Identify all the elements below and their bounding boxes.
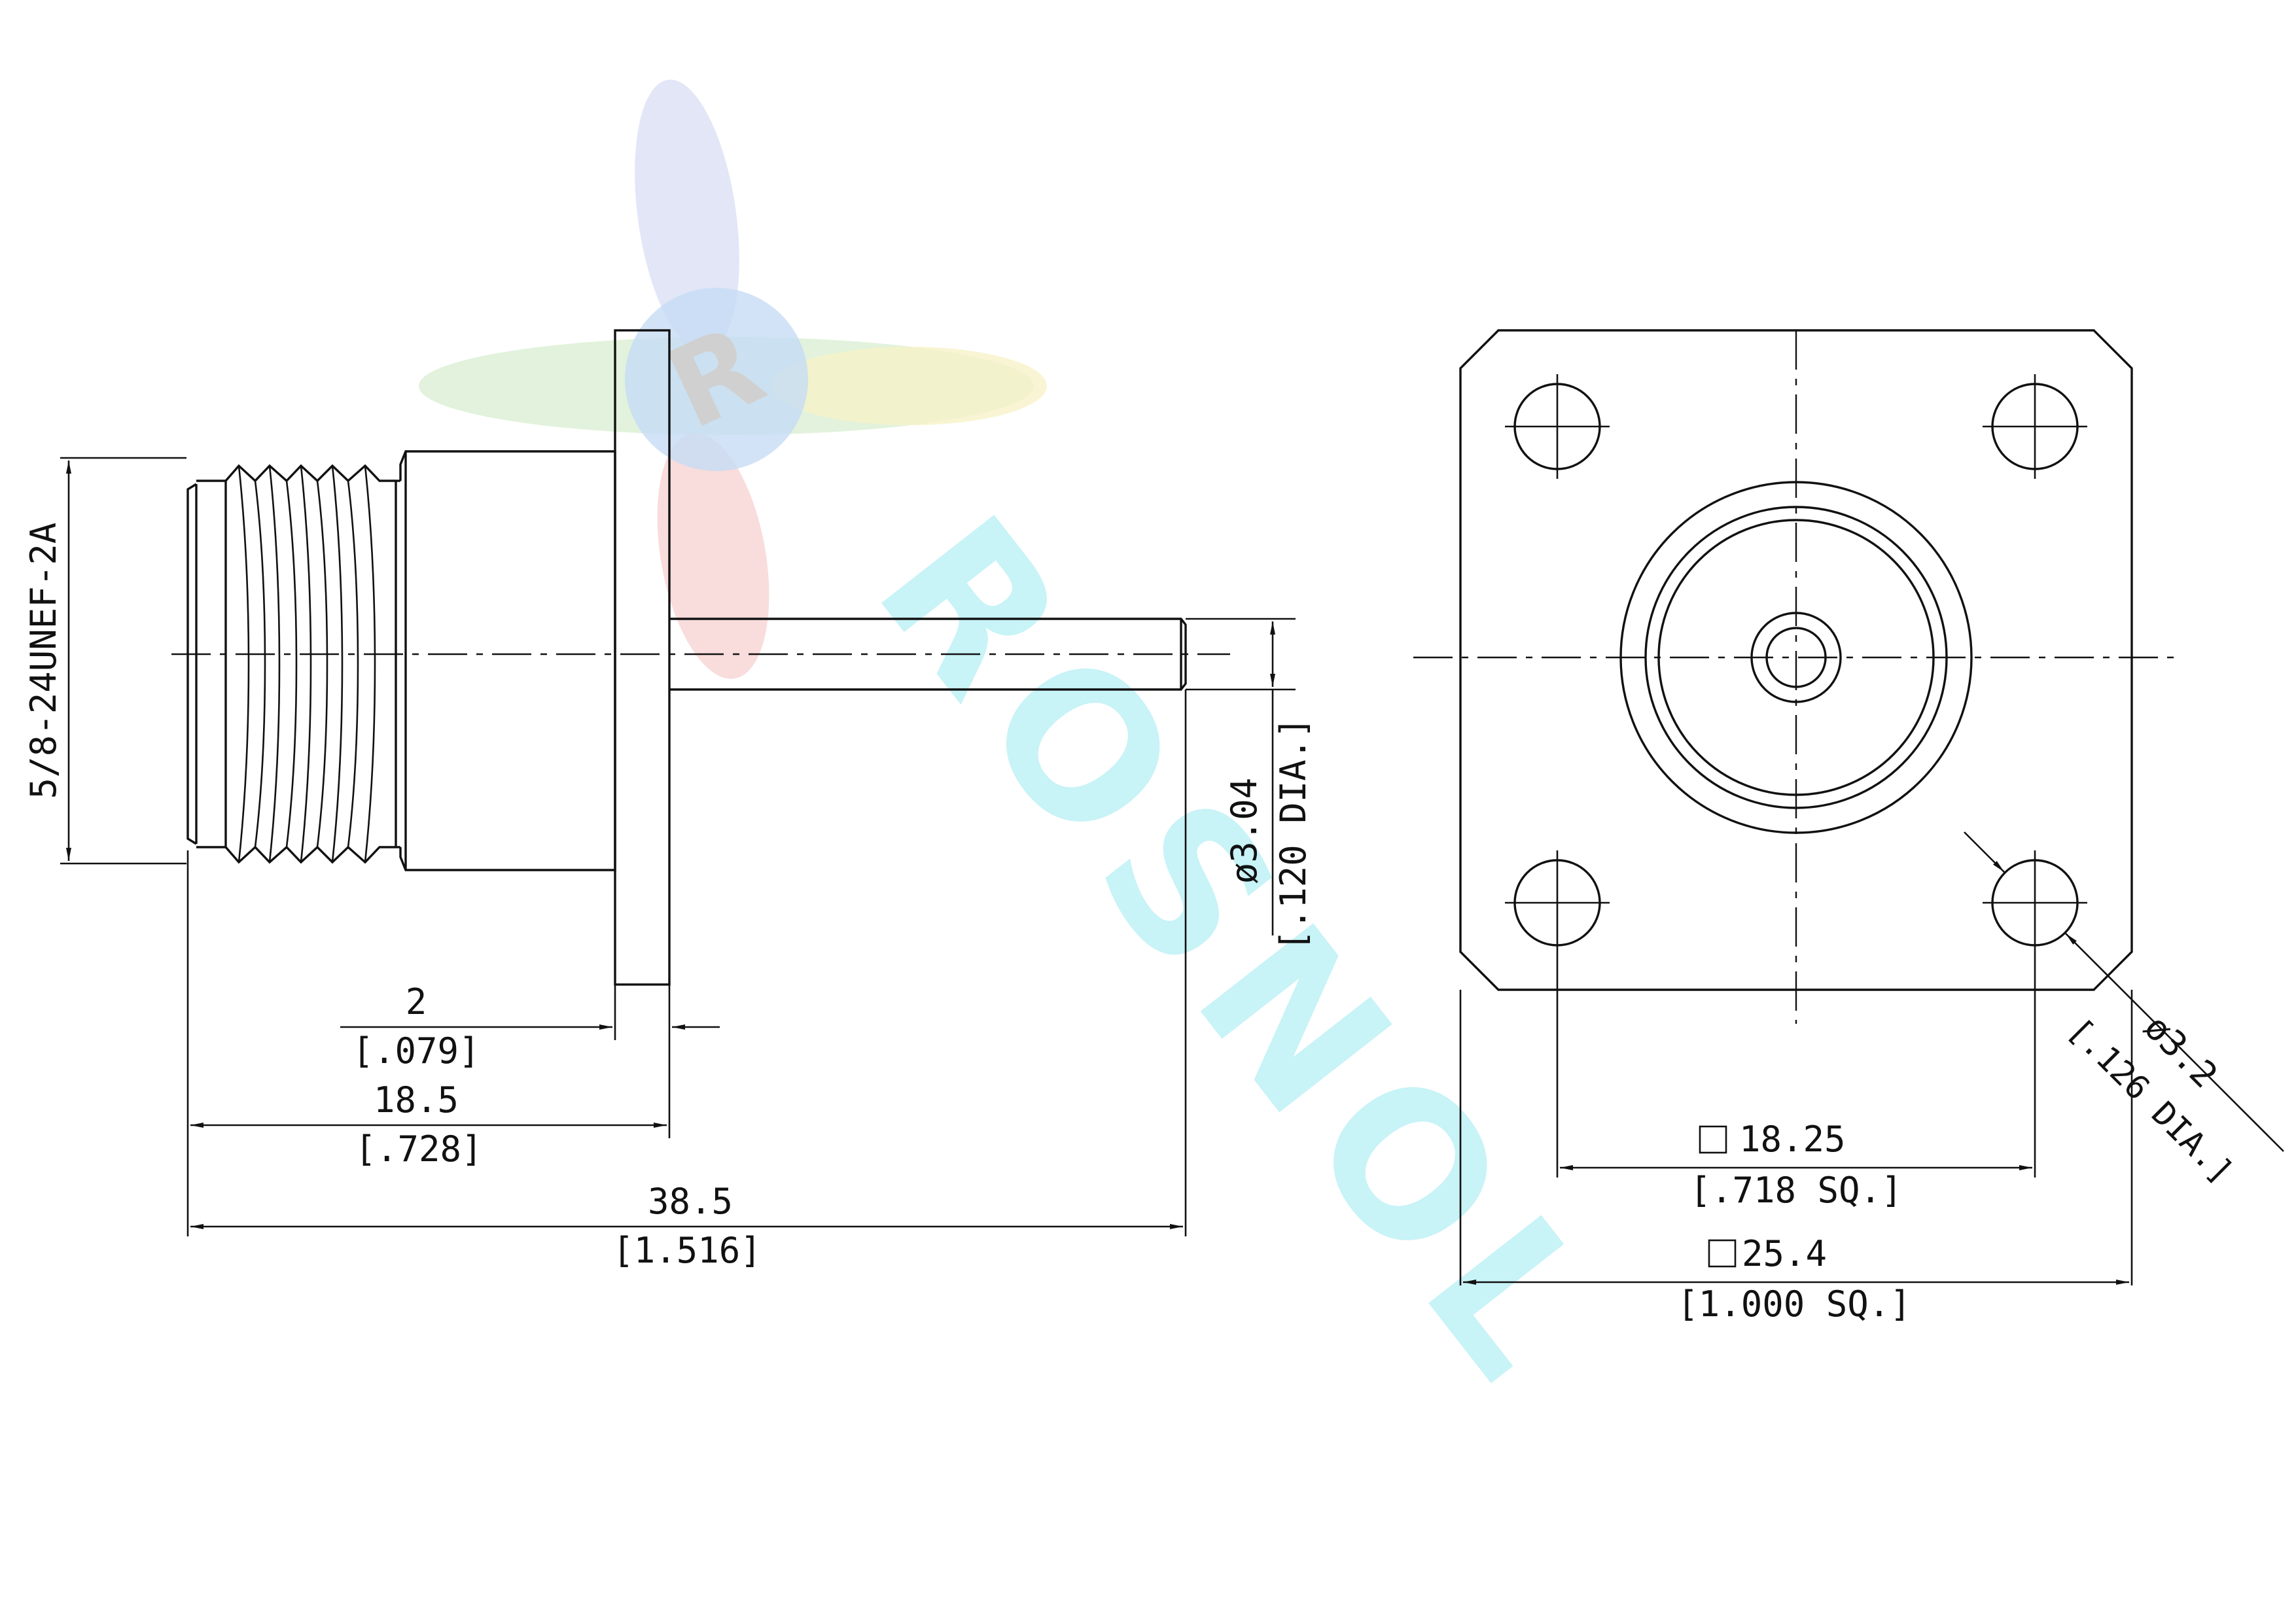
logo-yellow-swoosh: [772, 347, 1047, 425]
center-pin: [669, 618, 1187, 691]
overall-length-mm: 38.5: [648, 1181, 733, 1222]
connector-body: [399, 450, 616, 871]
thread-line-1: [238, 465, 250, 863]
logo-globe: [625, 288, 808, 471]
hole-diameter-leader-2: [2065, 933, 2284, 1152]
mounting-hole-top-right: [1983, 374, 2087, 479]
flange-thickness-inch: [.079]: [352, 1030, 480, 1072]
thread-spec-label: 5/8-24UNEF-2A: [23, 523, 64, 799]
watermark-brand-text: ROSNOL: [834, 477, 1650, 1431]
watermark-logo: R: [419, 79, 1047, 679]
flange-size-mm: 25.4: [1742, 1233, 1827, 1274]
thread-top-profile: [224, 464, 396, 483]
square-symbol-icon: [1699, 1125, 1727, 1154]
contact-inner: [1765, 627, 1827, 688]
body-length-inch: [.728]: [355, 1128, 482, 1170]
mounting-hole-bottom-left: [1505, 850, 1610, 955]
mounting-hole-top-left: [1505, 374, 1610, 479]
thread-bottom-profile: [224, 845, 396, 864]
flange-square: [1459, 329, 2133, 991]
square-symbol-icon-2: [1708, 1239, 1737, 1268]
pin-diameter-mm: ø3.04: [1224, 778, 1265, 884]
thread-nose-tip: [186, 483, 197, 845]
logo-blue-swoosh: [635, 79, 739, 353]
mounting-hole-bottom-right: [1983, 850, 2087, 955]
hole-spacing-mm: 18.25: [1739, 1119, 1846, 1160]
side-view: [171, 329, 1230, 986]
hole-spacing-inch: [.718 SQ.]: [1689, 1170, 1902, 1211]
overall-length-inch: [1.516]: [612, 1230, 762, 1271]
logo-red-swoosh: [657, 433, 769, 679]
hole-diameter-leader-1: [1964, 831, 2005, 873]
thread-ring: [1644, 506, 1948, 809]
side-dimensions: 5/8-24UNEF-2A ø3.04 [.120 DIA.] 2 [.079]…: [23, 457, 1314, 1271]
flange-thickness-mm: 2: [406, 981, 427, 1022]
front-view: [1413, 329, 2179, 1024]
pin-diameter-inch: [.120 DIA.]: [1273, 717, 1314, 951]
flange-size-inch: [1.000 SQ.]: [1677, 1283, 1911, 1325]
body-length-mm: 18.5: [374, 1079, 459, 1121]
mounting-flange: [614, 329, 671, 986]
outer-ring: [1619, 481, 1973, 834]
insulator-ring: [1657, 519, 1935, 796]
contact-outer: [1750, 612, 1842, 703]
